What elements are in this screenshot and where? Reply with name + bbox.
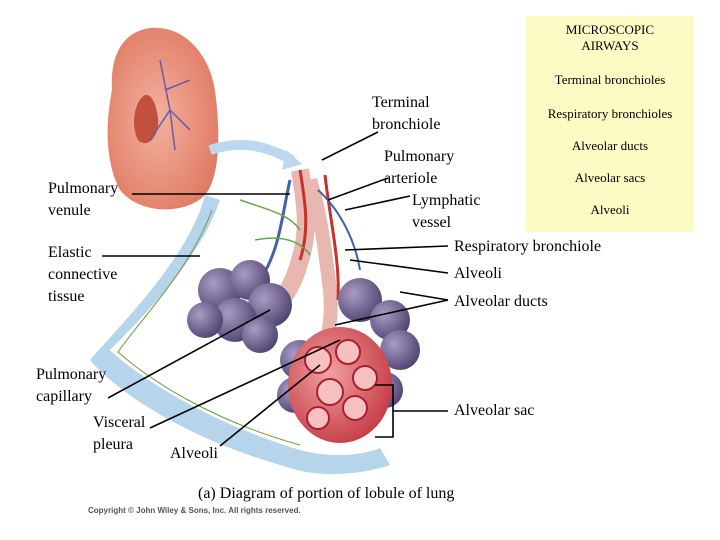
leader-lines: [102, 131, 449, 447]
panel-item-alveolar-ducts: Alveolar ducts: [571, 138, 649, 153]
label-alveoli-bottom: Alveoli: [170, 445, 218, 462]
label-alveolar-sac: Alveolar sac: [454, 402, 535, 419]
label-lymphatic-vessel: Lymphatic vessel: [412, 192, 481, 231]
copyright-notice: Copyright © John Wiley & Sons, Inc. All …: [88, 506, 301, 515]
visceral-pleura-band: [90, 195, 390, 475]
panel-item-respiratory-bronchioles: Respiratory bronchioles: [547, 106, 673, 121]
microscopic-airways-panel: MICROSCOPIC AIRWAYS Terminal bronchioles…: [526, 16, 694, 232]
label-pulmonary-capillary: Pulmonary capillary: [36, 366, 107, 405]
figure-caption: (a) Diagram of portion of lobule of lung: [198, 485, 455, 502]
panel-title: MICROSCOPIC AIRWAYS: [565, 22, 655, 53]
label-visceral-pleura: Visceral pleura: [93, 414, 146, 453]
label-elastic-connective-tissue: Elastic connective tissue: [48, 244, 118, 305]
label-pulmonary-venule: Pulmonary venule: [48, 180, 119, 219]
zoom-arrow: [208, 139, 295, 165]
label-alveoli-right: Alveoli: [454, 265, 502, 282]
panel-item-terminal-bronchioles: Terminal bronchioles: [554, 72, 666, 87]
alveolar-cluster-left: [187, 260, 292, 353]
alveolar-sac-cutaway: [288, 327, 392, 443]
label-respiratory-bronchiole: Respiratory bronchiole: [454, 238, 602, 255]
label-pulmonary-arteriole: Pulmonary arteriole: [384, 148, 455, 187]
panel-item-alveolar-sacs: Alveolar sacs: [574, 170, 646, 185]
label-alveolar-ducts: Alveolar ducts: [454, 293, 548, 310]
panel-item-alveoli: Alveoli: [590, 202, 630, 217]
lung-icon: [107, 27, 219, 210]
label-terminal-bronchiole: Terminal bronchiole: [372, 94, 441, 133]
